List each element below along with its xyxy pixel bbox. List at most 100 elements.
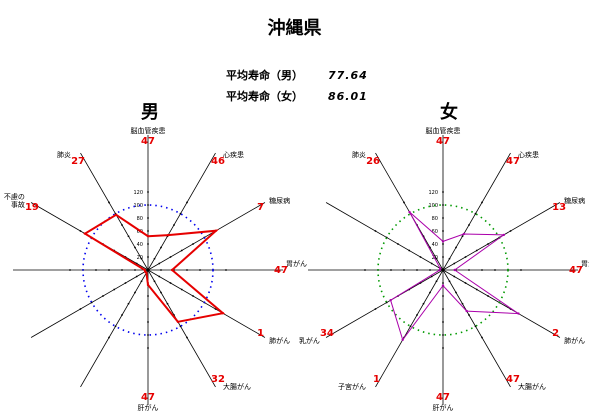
life-expectancy-male-label: 平均寿命（男） xyxy=(226,69,303,82)
female-axis-tick xyxy=(403,269,405,271)
male-axis-tick xyxy=(147,321,149,323)
female-axis-tick xyxy=(494,269,496,271)
female-axis-tick xyxy=(442,308,444,310)
male-data-point xyxy=(83,232,87,235)
male-axis-tick xyxy=(134,291,136,294)
female-axis-tick xyxy=(468,314,470,316)
male-rank-label: 32 xyxy=(211,374,225,385)
male-axis-tick xyxy=(79,308,82,310)
male-category-label: 糖尿病 xyxy=(269,196,290,205)
female-axis-tick xyxy=(481,336,483,339)
male-axis-tick xyxy=(147,204,149,206)
male-scale-label: 80 xyxy=(137,216,143,222)
male-axis-tick xyxy=(160,246,162,249)
male-data-polygon xyxy=(83,213,226,323)
male-axis-tick xyxy=(158,275,161,278)
male-axis-tick xyxy=(186,269,188,271)
male-axis-tick xyxy=(153,280,156,283)
male-category-label: 肝がん xyxy=(138,403,159,412)
female-axis-tick xyxy=(475,288,478,291)
female-axis-tick xyxy=(409,325,412,328)
male-axis-tick xyxy=(147,347,149,349)
male-axis-tick xyxy=(134,246,136,249)
male-axis-tick xyxy=(160,291,162,294)
female-reference-circle xyxy=(377,204,509,336)
male-axis-tick xyxy=(169,282,172,284)
male-category-label: 不慮の xyxy=(4,192,25,201)
male-axis-line xyxy=(147,269,216,388)
male-axis-tick xyxy=(147,191,149,193)
female-axis-tick xyxy=(435,280,438,283)
male-axis-tick xyxy=(147,308,149,310)
female-axis-tick xyxy=(487,295,489,297)
female-axis-tick xyxy=(461,235,464,238)
female-category-label: 大腸がん xyxy=(518,382,546,391)
male-axis-line xyxy=(147,152,216,271)
female-rank-label: 34 xyxy=(320,328,334,339)
female-rank-label: 13 xyxy=(552,202,566,213)
male-data-point xyxy=(146,283,150,287)
male-category-label: 胃がん xyxy=(286,259,307,268)
female-axis-tick xyxy=(520,269,522,271)
female-axis-tick xyxy=(419,256,422,258)
female-axis-tick xyxy=(442,295,444,297)
female-panel-label: 女 xyxy=(440,102,458,123)
female-category-label: 子宮がん xyxy=(338,382,366,391)
female-category-label: 胃がん xyxy=(581,259,589,268)
female-scale-label: 80 xyxy=(432,216,438,222)
female-axis-tick xyxy=(461,302,464,305)
male-axis-tick xyxy=(140,257,143,260)
female-axis-tick xyxy=(442,243,444,245)
male-category-label: 大腸がん xyxy=(223,382,251,391)
female-axis-tick xyxy=(442,347,444,349)
male-axis-tick xyxy=(121,269,123,271)
female-data-point xyxy=(441,240,445,243)
male-axis-tick xyxy=(95,269,97,271)
life-expectancy-female-label: 平均寿命（女） xyxy=(226,90,303,103)
male-rank-label: 46 xyxy=(211,156,225,167)
female-data-point xyxy=(389,299,392,302)
male-axis-line xyxy=(147,269,266,338)
female-axis-tick xyxy=(448,280,451,283)
female-data-point xyxy=(438,267,442,270)
male-data-point xyxy=(221,312,225,315)
female-data-point xyxy=(462,232,465,236)
male-axis-tick xyxy=(186,336,188,339)
female-category-label: 肺炎 xyxy=(352,151,366,159)
female-data-point xyxy=(401,338,404,342)
male-axis-tick xyxy=(166,302,169,305)
female-axis-tick xyxy=(442,256,444,258)
female-axis-tick xyxy=(442,334,444,336)
male-axis-tick xyxy=(135,275,138,278)
female-category-label: 肝がん xyxy=(433,403,454,412)
female-data-point xyxy=(453,268,456,272)
male-category-label: 脳血管疾患 xyxy=(131,126,166,135)
male-axis-tick xyxy=(169,256,172,258)
female-data-point xyxy=(502,233,505,237)
female-axis-tick xyxy=(403,201,405,204)
male-rank-label: 47 xyxy=(141,392,155,403)
female-axis-tick xyxy=(442,217,444,219)
male-axis-tick xyxy=(108,336,110,339)
male-axis-tick xyxy=(127,235,130,238)
female-rank-label: 2 xyxy=(552,328,559,339)
page-title: 沖縄県 xyxy=(267,18,322,39)
male-axis-tick xyxy=(108,201,110,204)
male-axis-line xyxy=(147,202,266,271)
male-data-point xyxy=(214,229,218,232)
female-rank-label: 26 xyxy=(366,156,380,167)
male-axis-tick xyxy=(127,302,130,305)
male-axis-tick xyxy=(160,269,162,271)
female-axis-tick xyxy=(475,249,478,252)
life-expectancy-female: 平均寿命（女）86.01 xyxy=(226,88,368,104)
female-scale-label: 120 xyxy=(428,190,438,196)
female-category-label: 脳血管疾患 xyxy=(426,126,461,135)
female-axis-tick xyxy=(390,269,392,271)
male-axis-tick xyxy=(158,262,161,265)
male-axis-tick xyxy=(108,269,110,271)
female-axis-tick xyxy=(374,308,377,310)
female-axis-tick xyxy=(408,249,411,252)
male-axis-tick xyxy=(121,314,123,316)
female-axis-tick xyxy=(455,291,457,294)
